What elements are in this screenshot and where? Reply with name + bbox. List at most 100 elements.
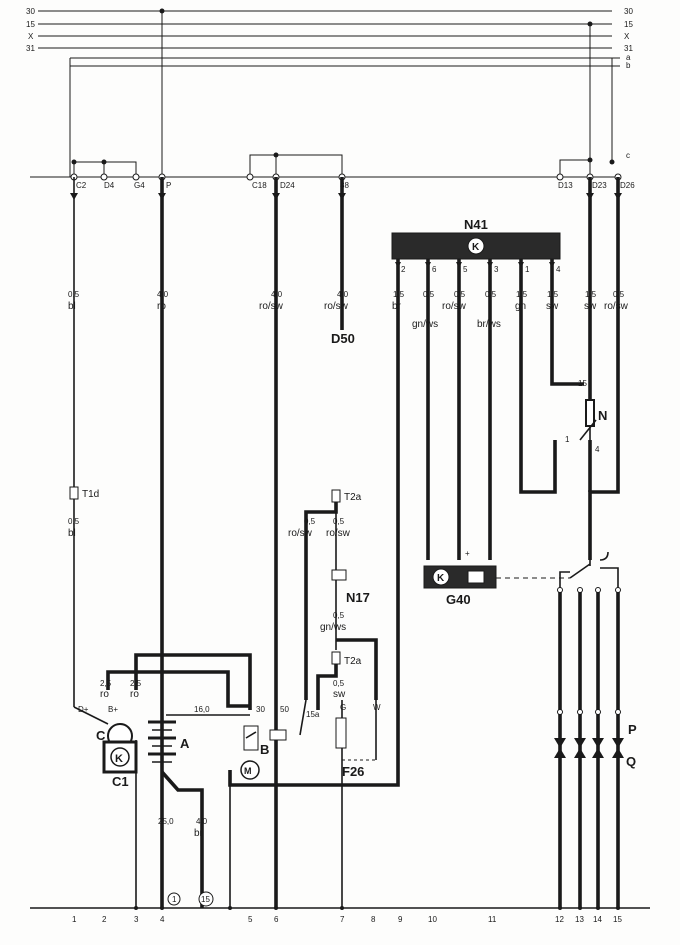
w6-color: ro/sw — [259, 301, 284, 312]
label-q: Q — [626, 754, 636, 769]
starter-pin-15a: 15a — [306, 710, 320, 719]
generator-c: K C C1 D+ B+ — [73, 705, 138, 908]
bus-bars — [30, 10, 620, 178]
n41-6-size: 0,5 — [423, 290, 435, 299]
starter-pin-50: 50 — [280, 705, 289, 714]
bus-label-x-right: X — [624, 32, 630, 41]
col-13: 13 — [575, 915, 584, 924]
bus-label-a: a — [626, 53, 631, 62]
col-8: 8 — [371, 915, 376, 924]
bus-label-31-left: 31 — [26, 44, 35, 53]
f26-pin-w: W — [373, 703, 381, 712]
connector-t1d — [69, 486, 79, 500]
d50-size: 4,0 — [337, 290, 349, 299]
w4-size: 4,0 — [157, 290, 169, 299]
g40-pin-plus: + — [465, 549, 470, 558]
label-n41: N41 — [464, 217, 488, 232]
label-c: C — [96, 728, 106, 743]
n41-4-color: sw — [546, 301, 559, 312]
col-11: 11 — [488, 915, 497, 924]
col-4: 4 — [160, 915, 165, 924]
n41-pin-4: 4 — [556, 265, 561, 274]
bat-pos-size: 16,0 — [194, 705, 210, 714]
terminal-p: P — [166, 181, 171, 190]
bus-label-31-right: 31 — [624, 44, 633, 53]
sensor-g40: K G40 + — [423, 549, 497, 607]
n41-pin-6: 6 — [432, 265, 437, 274]
w6-size: 4,0 — [271, 290, 283, 299]
n-pin-15: 15 — [578, 379, 587, 388]
pq-arrows — [554, 738, 624, 758]
sw-wire-size: 0,5 — [333, 679, 345, 688]
switch-block — [557, 551, 621, 908]
t2a-left-size: 0,5 — [304, 517, 316, 526]
terminal-d13: D13 — [558, 181, 573, 190]
n41-5-color: ro/sw — [442, 301, 467, 312]
label-a: A — [180, 736, 190, 751]
ground-marker-15: 15 — [201, 895, 210, 904]
terminal-g4: G4 — [134, 181, 145, 190]
n41-3-color: br/ws — [477, 319, 501, 330]
label-c1: C1 — [112, 774, 129, 789]
ground-marker-1: 1 — [172, 895, 177, 904]
t1d-size: 0,5 — [68, 517, 80, 526]
label-d50: D50 — [331, 331, 355, 346]
t2a-chain: T2a 0,5 ro/sw 0,5 ro/sw N17 0,5 gn/ws T2… — [288, 489, 378, 710]
bus-label-x-left: X — [28, 32, 34, 41]
n41-4-size: 1,5 — [547, 290, 559, 299]
n41-6-color: gn/ws — [412, 319, 438, 330]
starter-b: 2,5 ro 2,5 ro 16,0 30 50 15a B M — [100, 653, 320, 780]
n41-pin-labels: 2 6 5 3 1 4 — [401, 265, 561, 274]
bus-label-30-right: 30 — [624, 7, 633, 16]
g40-k-symbol: K — [437, 573, 445, 584]
ground-dots — [134, 906, 620, 910]
starter-pin-30: 30 — [256, 705, 265, 714]
col-2: 2 — [102, 915, 107, 924]
t2a-right-size: 0,5 — [333, 517, 345, 526]
col-15: 15 — [613, 915, 622, 924]
col-12: 12 — [555, 915, 564, 924]
bus-labels: 30 15 X 31 30 15 X 31 a b c — [26, 7, 633, 160]
terminal-connections — [70, 8, 622, 181]
gen-pin-bplus: B+ — [108, 705, 118, 714]
n41-pin-arrows — [395, 262, 555, 268]
col-10: 10 — [428, 915, 437, 924]
column-numbers: 1 2 3 4 5 6 7 8 9 10 11 12 13 14 15 — [72, 915, 622, 924]
label-p: P — [628, 722, 637, 737]
motor-m-symbol: M — [244, 766, 252, 776]
col-9: 9 — [398, 915, 403, 924]
n41-2-color: br — [392, 301, 402, 312]
t2a-left-color: ro/sw — [288, 528, 313, 539]
n41-1-color: gn — [515, 301, 526, 312]
n41-pin-3: 3 — [494, 265, 499, 274]
label-n17: N17 — [346, 590, 370, 605]
d50-color: ro/sw — [324, 301, 349, 312]
gen-right-color: ro — [130, 689, 139, 700]
gnd-br-size: 4,0 — [196, 817, 208, 826]
gen-k-symbol: K — [115, 753, 123, 765]
control-unit-n41: K N41 — [391, 217, 561, 260]
label-f26: F26 — [342, 764, 364, 779]
bus-label-30-left: 30 — [26, 7, 35, 16]
n-pin-4: 4 — [595, 445, 600, 454]
terminal-d26: D26 — [620, 181, 635, 190]
d23-color: sw — [584, 301, 597, 312]
n17-size: 0,5 — [333, 611, 345, 620]
terminal-c2: C2 — [76, 181, 87, 190]
bus-label-15-right: 15 — [624, 20, 633, 29]
label-n: N — [598, 408, 607, 423]
col-14: 14 — [593, 915, 602, 924]
n41-2-size: 1,5 — [393, 290, 405, 299]
fuse-f26: G W F26 — [335, 700, 381, 908]
bus-label-c: c — [626, 151, 630, 160]
d23-size: 1,5 — [585, 290, 597, 299]
w4-color: ro — [157, 301, 166, 312]
gen-right-size: 2,5 — [130, 679, 142, 688]
gnd-br-color: br — [194, 828, 204, 839]
n41-5-size: 0,5 — [454, 290, 466, 299]
terminal-88: 88 — [340, 181, 349, 190]
n-pin-1: 1 — [565, 435, 570, 444]
gen-left-size: 2,5 — [100, 679, 112, 688]
